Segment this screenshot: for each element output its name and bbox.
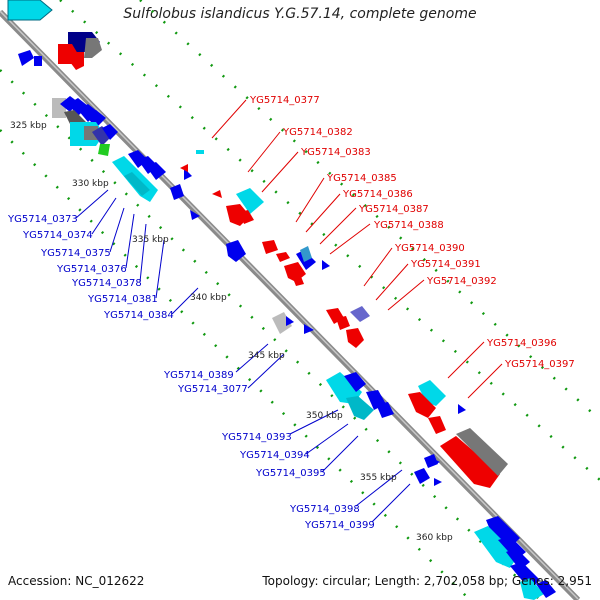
feature-cluster-top[interactable] [7,0,102,70]
gene-label: YG5714_0398 [289,504,360,515]
gene-label: YG5714_0394 [239,450,310,461]
gene-label: YG5714_0374 [22,230,93,241]
kbp-tick: 335 kbp [132,235,169,245]
kbp-tick: 330 kbp [72,179,109,189]
kbp-tick: 355 kbp [360,473,397,483]
feature-cluster-355[interactable] [414,428,508,488]
gene-label: YG5714_0388 [373,220,444,231]
gene-label: YG5714_0391 [410,259,481,270]
feature-cluster-360[interactable] [474,516,556,600]
feature-cluster-350[interactable] [326,372,466,434]
gene-label: YG5714_0384 [103,310,174,321]
kbp-tick: 350 kbp [306,411,343,421]
gene-label: YG5714_0393 [221,432,292,443]
kbp-tick: 340 kbp [190,293,227,303]
gene-label: YG5714_0397 [504,359,575,370]
kbp-ticks: 325 kbp 330 kbp 335 kbp 340 kbp 345 kbp … [10,121,453,543]
kbp-tick: 360 kbp [416,533,453,543]
kbp-tick: 345 kbp [248,351,285,361]
gene-label: YG5714_0373 [7,214,78,225]
gene-label: YG5714_0386 [342,189,413,200]
genome-summary-text: Topology: circular; Length: 2,702,058 bp… [262,574,592,588]
gene-label: YG5714_0389 [163,370,234,381]
gene-label: YG5714_0376 [56,264,127,275]
gene-label: YG5714_0385 [326,173,397,184]
blue-gene-labels[interactable]: YG5714_0373 YG5714_0374 YG5714_0375 YG57… [7,214,375,531]
blue-label-connectors [75,189,411,523]
red-label-connectors [211,99,503,399]
gene-label: YG5714_0392 [426,276,497,287]
gene-label: YG5714_3077 [177,384,248,395]
map-title: Sulfolobus islandicus Y.G.57.14, complet… [123,6,477,22]
accession-text: Accession: NC_012622 [8,574,145,588]
gene-label: YG5714_0375 [40,248,111,259]
red-gene-labels[interactable]: YG5714_0377 YG5714_0382 YG5714_0383 YG57… [249,95,575,370]
feature-cluster-left[interactable] [52,96,118,156]
gene-label: YG5714_0378 [71,278,142,289]
feature-cluster-330[interactable] [112,150,246,262]
gene-label: YG5714_0383 [300,147,371,158]
gene-label: YG5714_0390 [394,243,465,254]
kbp-tick: 325 kbp [10,121,47,131]
gene-label: YG5714_0396 [486,338,557,349]
feature-cluster-mid[interactable] [180,150,370,348]
gene-label: YG5714_0399 [304,520,375,531]
gene-label: YG5714_0382 [282,127,353,138]
gene-label: YG5714_0377 [249,95,320,106]
gene-label: YG5714_0387 [358,204,429,215]
gene-label: YG5714_0381 [87,294,158,305]
gene-label: YG5714_0395 [255,468,326,479]
